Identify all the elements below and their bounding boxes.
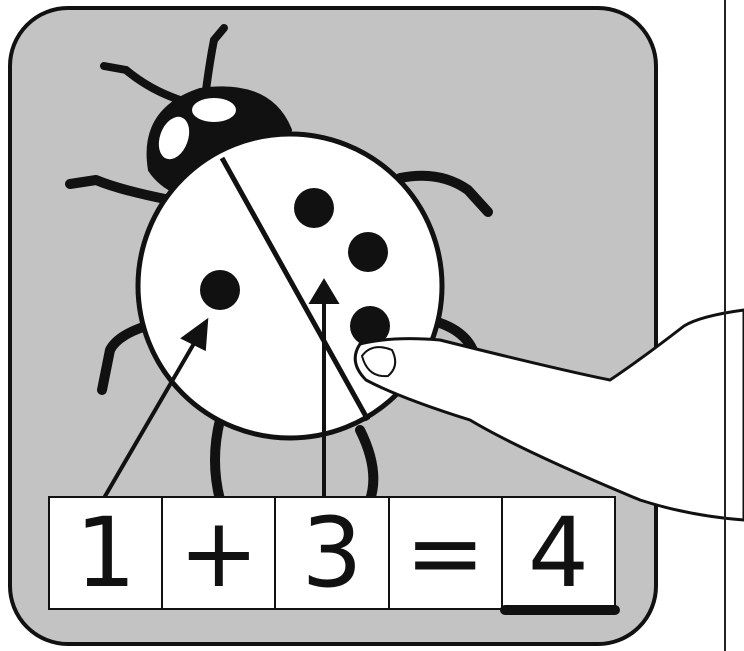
ladybug-head-spot xyxy=(192,98,236,122)
operator-cell: + xyxy=(163,498,276,608)
right-operand-cell: 3 xyxy=(276,498,389,608)
result-cell: 4 xyxy=(503,498,614,608)
equation-row: 1 + 3 = 4 xyxy=(48,496,616,610)
right-wing-dot xyxy=(348,232,388,272)
left-operand-cell: 1 xyxy=(50,498,163,608)
page-margin-rule xyxy=(724,0,726,651)
right-wing-dot xyxy=(294,188,334,228)
left-wing-dot xyxy=(200,270,240,310)
answer-underline xyxy=(500,605,620,615)
equals-cell: = xyxy=(390,498,503,608)
